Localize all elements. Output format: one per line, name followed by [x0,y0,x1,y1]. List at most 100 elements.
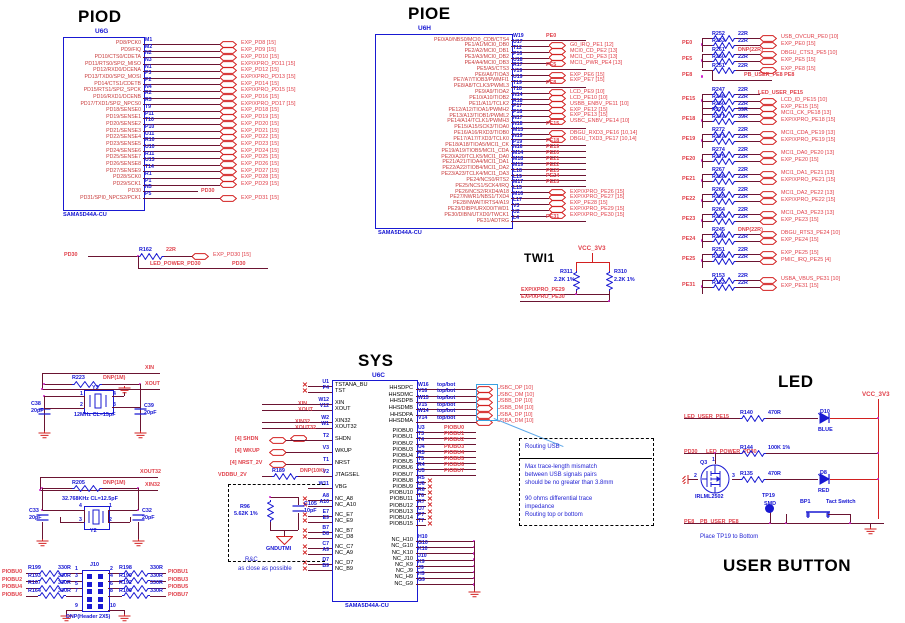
pe-out-net: MCI1_CDA_PE19 [13] [781,130,835,137]
resistor-symbol [122,584,150,592]
pioe-net-label: DBGU_TXD3_PE17 [10,14] [570,135,637,142]
wire [40,490,158,491]
pioe-net-label: PE8 [546,79,557,86]
piod-pin-name: PD10/CTS0/CDETA [94,53,141,60]
sys-nc-pin-name: NC_G9 [394,580,413,587]
wire [298,497,299,505]
wire [684,523,884,524]
pioe-net-label: EXP_PE13 [15] [570,112,608,119]
sys-left-pin-number: T2 [322,432,329,439]
sys-piobu-pin-number: U4 [418,443,425,450]
piod-pin-name: PD31/SPI0_NPCS2/PCK1 [80,194,141,201]
wire [143,124,220,126]
pioe-pin-name: PE21/A21/TIOA4/MCI1_DA1 [442,159,509,166]
pioe-pin-name: PE3/A3/MCI0_DB2 [464,54,509,61]
no-connect-icon: ✕ [427,490,433,497]
net-port-icon [760,230,777,238]
resistor-symbol [38,577,66,584]
j10-left-res-ref: R199 [28,565,41,571]
pioe-pin-number: V19 [513,68,523,75]
usb-note-divider [519,458,652,459]
piod-pin-number: U13 [145,157,155,164]
pe-out-net: MCI1_DA2_PE22 [13] [781,190,835,197]
pe-res-value: 39R [738,113,748,120]
wire [112,396,124,397]
xtal12-pin4: 4 [113,391,116,397]
pioe-pin-name: PE5/A5/CTS3 [476,65,509,72]
wire [702,141,712,142]
pioe-pin-number: N17 [513,115,523,122]
wire [108,588,122,589]
btn-sw-ref: BP1 [800,499,811,505]
pe-res-value: 22R [738,30,748,37]
net-port-icon [476,385,493,393]
pe-out-net: MCI1_DA0_PE20 [13] [781,150,835,157]
resistor-symbol [712,34,736,42]
pioe-pin-name: PE15/A15/SCK3/TIOA0 [454,124,509,131]
net-port-icon [220,161,237,168]
pe-res-value: 22R [738,166,748,173]
junction [784,521,788,525]
xtal12-pin3: 3 [113,402,116,408]
wire [108,522,130,523]
sys-hhs-layer-tag: top/bot [437,401,456,408]
wire [416,389,476,390]
wire [511,104,549,106]
led-fet-pin2: 2 [694,473,697,479]
twi1-r-left-value: 2.2K 1% [554,277,575,283]
led-row1-res-ref: R140 [740,410,753,416]
usb-note-line: 90 ohms differential trace [525,496,593,502]
wire [732,479,740,480]
pe-res-ref: R270 [712,106,725,113]
sys-left-pin-name: NC_C7 [335,544,354,551]
wire [26,580,38,582]
led-row1-net: LED_USER_PE15 [684,414,729,420]
pe-res-ref: R266 [712,186,725,193]
resistor-symbol [38,584,66,592]
piod-pin-number: P5 [145,190,152,197]
sys-piobu-net: PIOBU1 [444,431,465,438]
ground-symbol-icon [36,539,48,547]
resistor-symbol [712,110,736,118]
sys-piobu-pin-name: PIOBU12 [389,502,413,509]
net-port-icon [476,398,493,406]
net-port-icon [220,154,237,162]
wire [702,280,712,281]
pe-res-value: 22R [738,193,748,200]
wire [286,440,308,441]
sys-left-pin-name: NC_E9 [335,518,354,525]
junction [700,119,704,122]
piod-net-label: EXP_PD16 [15] [241,94,279,100]
led-title: LED [778,372,814,391]
wire [42,488,72,489]
pioe-refdes: U6H [418,25,432,32]
j10-right-pin: 4 [110,573,113,579]
pe-res-ref: R272 [712,126,725,133]
piod-net-label: EXP_PD24 [15] [241,147,279,154]
sys-hhs-pin-number: W15 [418,395,429,401]
pioe-net-label: EXP_PE7 [15] [570,77,605,84]
pioe-net-label: PE5 [546,62,557,69]
net-port-icon [220,94,237,101]
no-connect-icon: ✕ [302,534,308,541]
pioe-net-label: PE25 [546,179,560,186]
net-port-icon [760,50,777,58]
piod-pin-name: PD25/SENSE7 [106,154,141,161]
sys-nrst-port: [4] NRST_2V [230,460,263,466]
xtal12-cleft-value: 20pF [31,408,44,414]
j10-pad [87,589,92,594]
sys-hhs-pin-name: HHSDPB [389,398,413,405]
sys-hhs-pin-number: V16 [418,388,428,395]
wire [416,500,426,502]
junction [472,583,476,586]
pd30-lower-label: LED_POWER_PD30 [150,261,201,267]
junction [768,521,772,525]
wire [736,234,760,235]
vcc-rail-label: VCC_3V3 [578,245,606,252]
wire [416,395,476,397]
junction [700,219,704,222]
pioe-pin-name: PE14/A14/TCLK1/PWMH3 [447,118,509,125]
wire [84,510,85,522]
wire [702,94,712,95]
pe-res-ref: R268 [712,173,725,180]
